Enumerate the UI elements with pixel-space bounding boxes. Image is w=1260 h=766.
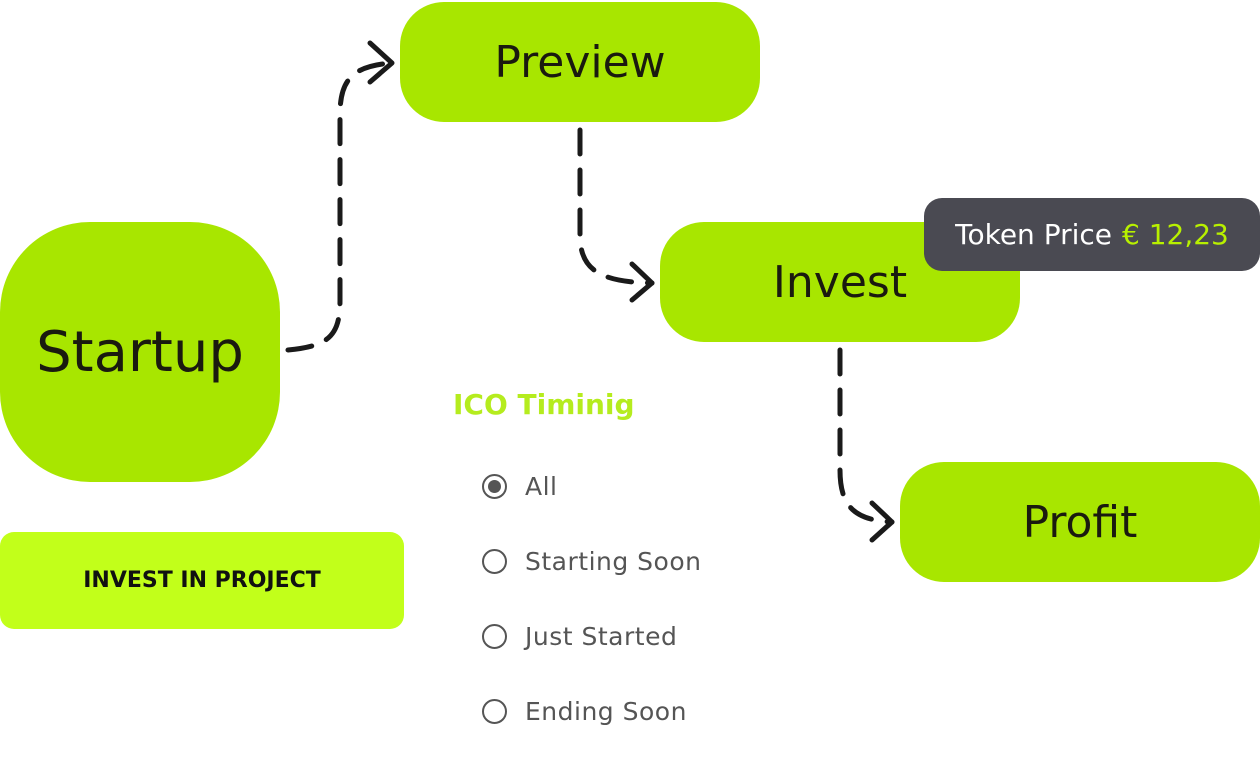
radio-option-label: Ending Soon <box>525 696 687 726</box>
invest-in-project-button[interactable]: INVEST IN PROJECT <box>0 532 404 629</box>
radio-selected-icon[interactable] <box>482 473 507 499</box>
radio-option-all[interactable]: All <box>482 466 701 506</box>
radio-unselected-icon[interactable] <box>482 698 507 724</box>
connector-invest-profit <box>837 347 895 525</box>
radio-option-label: Just Started <box>525 621 678 651</box>
radio-option-label: Starting Soon <box>525 546 702 576</box>
flow-node-startup-label: Startup <box>36 319 244 385</box>
flow-node-profit[interactable]: Profit <box>900 462 1260 582</box>
arrowhead-profit <box>869 500 895 543</box>
flow-node-startup[interactable]: Startup <box>0 222 280 482</box>
ico-timing-title: ICO Timinig <box>453 388 635 421</box>
connector-preview-invest <box>577 127 655 286</box>
token-price-label: Token Price <box>955 218 1112 251</box>
flow-node-preview-label: Preview <box>494 36 666 88</box>
ico-timing-options: All Starting Soon Just Started Ending So… <box>482 466 701 766</box>
radio-option-label: All <box>525 471 558 501</box>
radio-option-starting-soon[interactable]: Starting Soon <box>482 541 701 581</box>
radio-option-ending-soon[interactable]: Ending Soon <box>482 691 701 731</box>
connector-startup-preview <box>285 60 395 353</box>
token-price-value: € 12,23 <box>1122 218 1229 251</box>
flow-node-profit-label: Profit <box>1022 496 1138 548</box>
radio-unselected-icon[interactable] <box>482 623 507 649</box>
arrowhead-preview <box>367 40 395 85</box>
token-price-badge: Token Price € 12,23 <box>924 198 1260 271</box>
radio-unselected-icon[interactable] <box>482 548 507 574</box>
arrowhead-invest <box>629 261 655 303</box>
radio-option-just-started[interactable]: Just Started <box>482 616 701 656</box>
flow-node-preview[interactable]: Preview <box>400 2 760 122</box>
flow-node-invest-label: Invest <box>772 256 908 308</box>
